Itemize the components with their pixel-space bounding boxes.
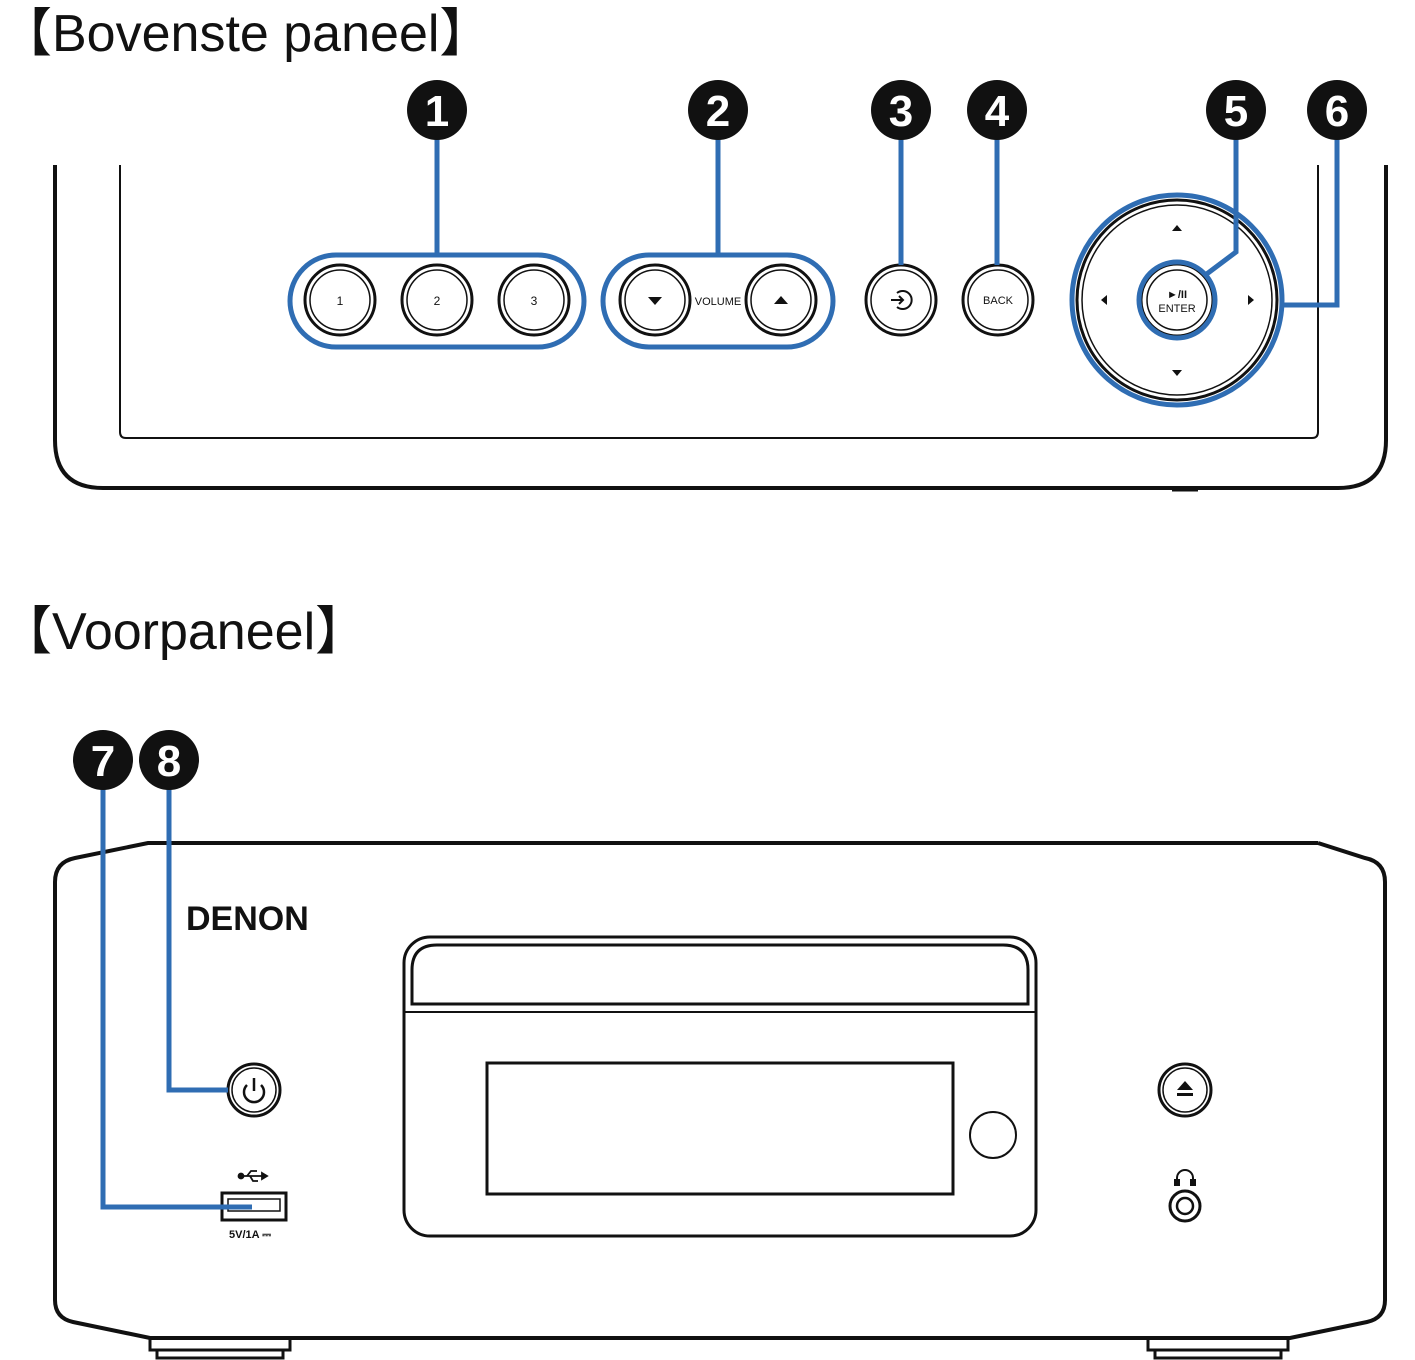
usb-icon — [237, 1170, 269, 1182]
cd-unit — [402, 935, 1038, 1238]
volume-down-button[interactable] — [618, 263, 692, 337]
play-pause-symbol: ►/II — [1167, 289, 1187, 301]
source-button[interactable] — [864, 263, 938, 337]
cursor-right-icon[interactable] — [1248, 295, 1254, 305]
callout-badge-3: 3 — [871, 80, 931, 140]
right-foot — [1146, 1338, 1290, 1360]
headphone-jack[interactable] — [1168, 1169, 1202, 1223]
top-panel-outer-edge — [53, 165, 1388, 490]
preset-button-2[interactable]: 2 — [400, 263, 474, 337]
enter-button[interactable]: ►/II ENTER — [1139, 262, 1215, 338]
enter-label: ENTER — [1158, 303, 1195, 315]
left-foot — [148, 1338, 292, 1360]
callout-badge-2: 2 — [688, 80, 748, 140]
callout-number-1: 1 — [425, 87, 449, 136]
cursor-left-icon[interactable] — [1101, 295, 1107, 305]
front-panel — [53, 841, 1387, 1360]
callout-number-8: 8 — [157, 737, 181, 786]
preset-label-1: 1 — [337, 294, 344, 308]
callout-outline-cursor — [1069, 192, 1285, 408]
callout-number-2: 2 — [706, 87, 730, 136]
callout-number-7: 7 — [91, 737, 115, 786]
callout-badge-4: 4 — [967, 80, 1027, 140]
top-panel-heading: 【Bovenste paneel】 — [0, 5, 492, 63]
volume-buttons: VOLUME — [618, 263, 818, 337]
back-button[interactable]: BACK — [961, 263, 1035, 337]
input-source-icon — [891, 290, 913, 310]
callout-outline-enter — [1136, 259, 1218, 341]
volume-label: VOLUME — [695, 296, 741, 308]
preset-label-2: 2 — [434, 294, 441, 308]
preset-label-3: 3 — [531, 294, 538, 308]
front-panel-heading: 【Voorpaneel】 — [0, 603, 368, 661]
disc-tray-area — [402, 935, 1038, 1238]
cursor-up-icon[interactable] — [1172, 225, 1182, 231]
callout-badges: 1 2 3 4 5 6 7 8 — [73, 80, 1367, 790]
power-button[interactable] — [226, 1062, 282, 1118]
callout-badge-6: 6 — [1307, 80, 1367, 140]
callout-lines — [100, 135, 1340, 1210]
brand-logo: DENON — [186, 900, 309, 938]
callout-badge-1: 1 — [407, 80, 467, 140]
preset-buttons: 1 2 3 — [303, 263, 571, 337]
top-panel-inner-edge — [119, 165, 1319, 439]
preset-button-1[interactable]: 1 — [303, 263, 377, 337]
eject-button[interactable] — [1157, 1062, 1213, 1118]
top-panel — [53, 165, 1388, 492]
triangle-up-icon — [774, 296, 788, 304]
callout-number-5: 5 — [1224, 87, 1248, 136]
callout-number-4: 4 — [985, 87, 1010, 136]
headphones-icon — [1174, 1169, 1196, 1186]
display-window — [485, 1061, 955, 1196]
usb-rating-label: 5V/1A ⎓ — [229, 1229, 271, 1241]
callout-number-3: 3 — [889, 87, 913, 136]
volume-up-button[interactable] — [744, 263, 818, 337]
callout-badge-5: 5 — [1206, 80, 1266, 140]
callout-badge-8: 8 — [139, 730, 199, 790]
callout-number-6: 6 — [1325, 87, 1349, 136]
eject-icon — [1177, 1081, 1193, 1096]
callout-badge-7: 7 — [73, 730, 133, 790]
triangle-down-icon — [648, 297, 662, 305]
preset-button-3[interactable]: 3 — [497, 263, 571, 337]
back-label: BACK — [983, 295, 1014, 307]
remote-sensor — [969, 1111, 1017, 1159]
disc-slot-cover — [410, 943, 1030, 1006]
power-icon — [242, 1078, 266, 1104]
cursor-down-icon[interactable] — [1172, 370, 1182, 376]
